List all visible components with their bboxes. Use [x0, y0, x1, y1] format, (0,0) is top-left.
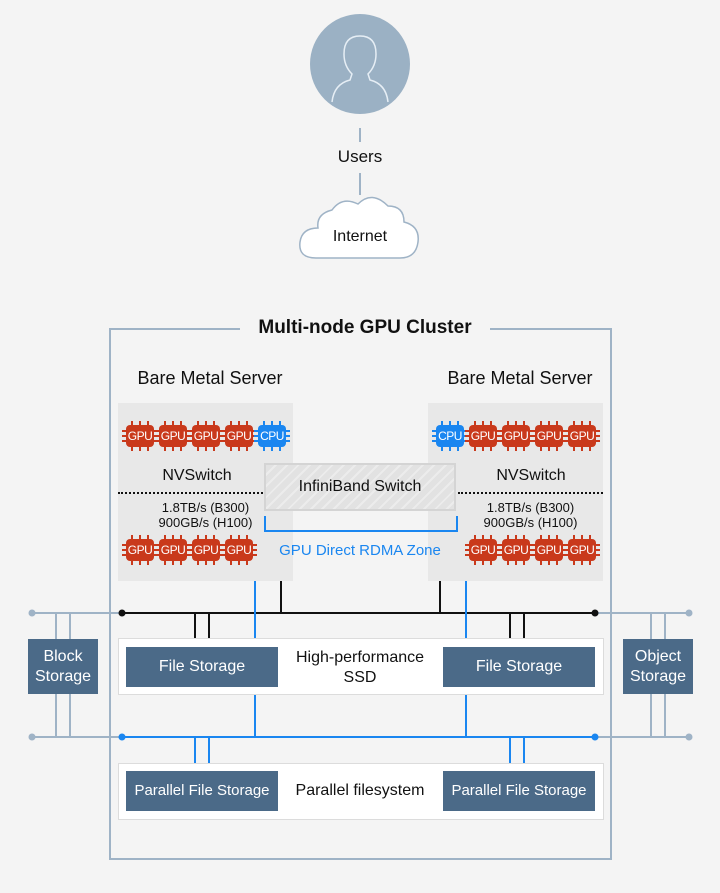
- gpu-chip: GPU: [122, 535, 158, 565]
- file-storage-left: File Storage: [126, 647, 278, 687]
- internet-node: Internet: [296, 192, 424, 268]
- file-storage-right: File Storage: [443, 647, 595, 687]
- server-1-bw-2: 900GB/s (H100): [158, 515, 253, 530]
- block-storage: Block Storage: [28, 639, 98, 694]
- ssd-tier-label-1: High-performance: [295, 649, 425, 666]
- gpu-chip: GPU: [188, 535, 224, 565]
- rdma-zone-label: GPU Direct RDMA Zone: [279, 542, 441, 559]
- infiniband-switch: InfiniBand Switch: [264, 463, 456, 511]
- gpu-chip: GPU: [122, 421, 158, 451]
- user-icon: [310, 14, 410, 114]
- gpu-chip: GPU: [531, 535, 567, 565]
- parallel-tier-label: Parallel filesystem: [295, 782, 425, 799]
- gpu-chip: GPU: [155, 535, 191, 565]
- internet-label: Internet: [332, 228, 388, 245]
- rdma-bracket: [264, 516, 458, 532]
- parallel-file-storage-left: Parallel File Storage: [126, 771, 278, 811]
- cluster-title: Multi-node GPU Cluster: [258, 317, 472, 338]
- gpu-chip: GPU: [564, 421, 600, 451]
- nvswitch-divider: [458, 492, 603, 494]
- gpu-chip: GPU: [221, 421, 257, 451]
- server-2-nvswitch: NVSwitch: [496, 467, 566, 484]
- gpu-chip: GPU: [465, 535, 501, 565]
- gpu-chip: GPU: [221, 535, 257, 565]
- server-1-nvswitch: NVSwitch: [162, 467, 232, 484]
- gpu-chip: GPU: [188, 421, 224, 451]
- gpu-chip: GPU: [155, 421, 191, 451]
- gpu-chip: GPU: [498, 421, 534, 451]
- server-2-bw-1: 1.8TB/s (B300): [486, 500, 575, 515]
- server-1-bw-1: 1.8TB/s (B300): [161, 500, 250, 515]
- cloud-icon: [299, 196, 419, 259]
- server-1-title: Bare Metal Server: [137, 368, 283, 388]
- object-storage: Object Storage: [623, 639, 693, 694]
- parallel-file-storage-right: Parallel File Storage: [443, 771, 595, 811]
- gpu-chip: GPU: [498, 535, 534, 565]
- gpu-chip: GPU: [465, 421, 501, 451]
- gpu-chip: GPU: [564, 535, 600, 565]
- cpu-chip: CPU: [254, 421, 290, 451]
- cpu-chip: CPU: [432, 421, 468, 451]
- gpu-chip: GPU: [531, 421, 567, 451]
- users-label: Users: [337, 147, 383, 166]
- cluster-frame: [109, 328, 612, 860]
- server-2-title: Bare Metal Server: [447, 368, 593, 388]
- ssd-tier-label-2: SSD: [343, 669, 377, 686]
- nvswitch-divider: [118, 492, 266, 494]
- server-2-bw-2: 900GB/s (H100): [483, 515, 578, 530]
- users-node: [310, 14, 410, 114]
